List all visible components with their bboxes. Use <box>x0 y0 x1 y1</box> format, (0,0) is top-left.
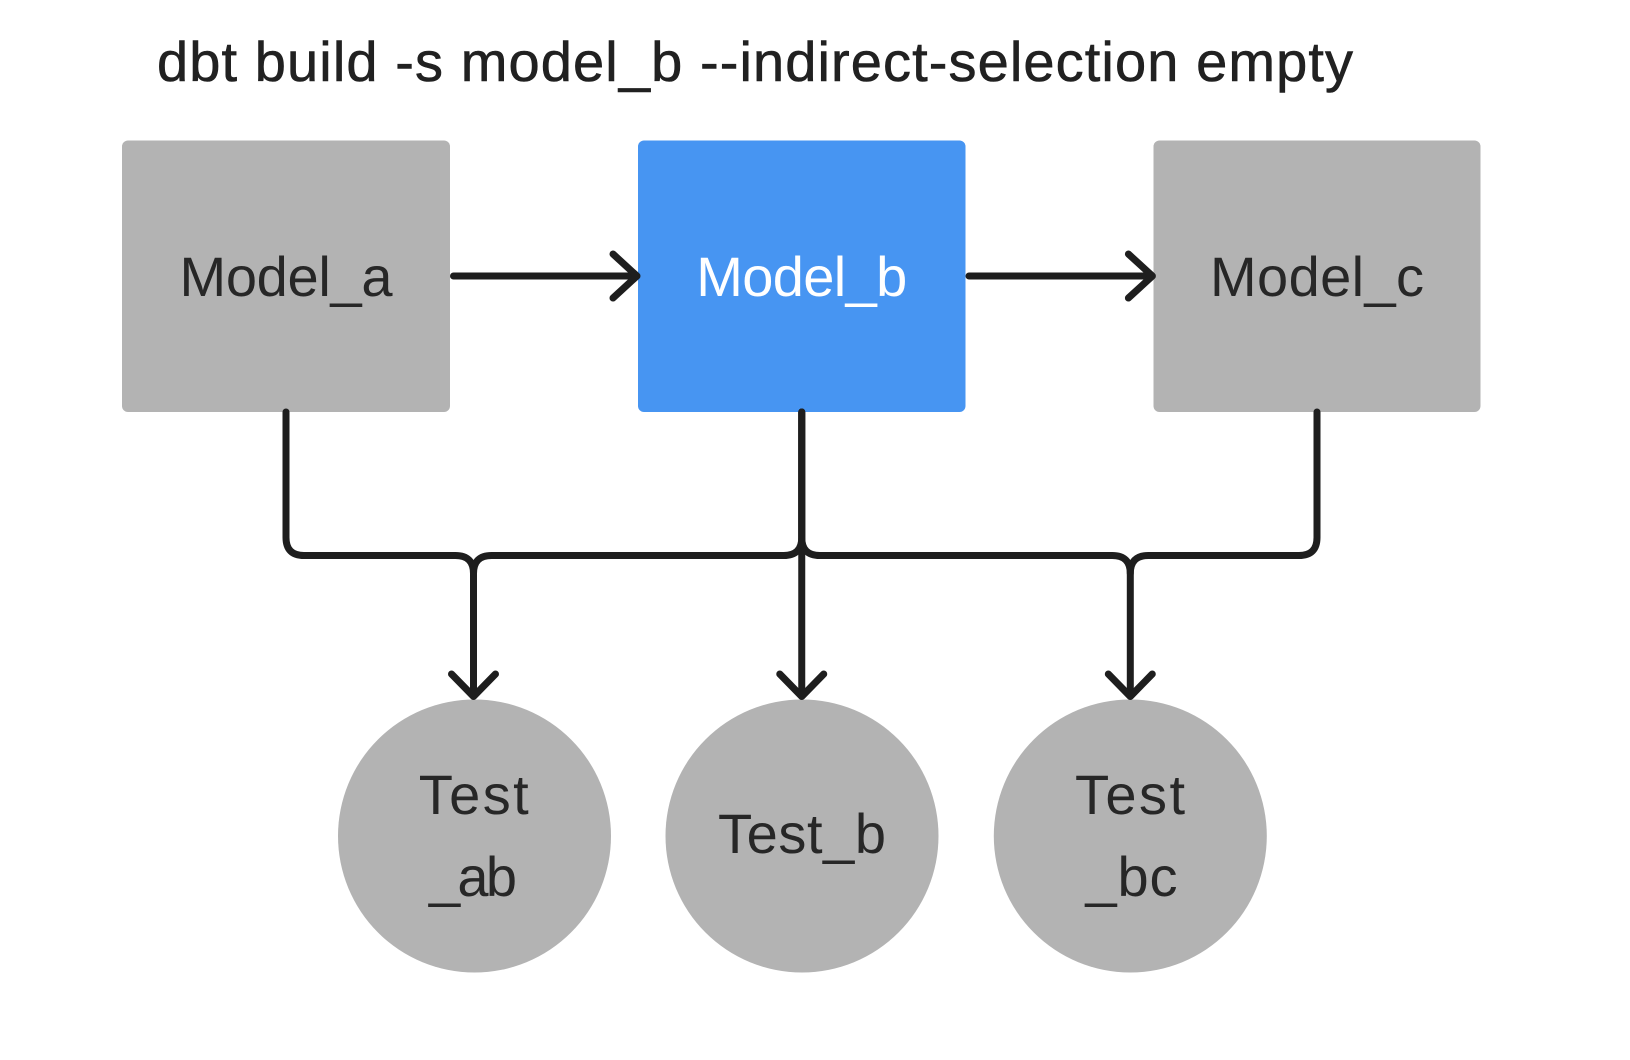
svg-text:Model_b: Model_b <box>696 245 907 308</box>
svg-text:Model_a: Model_a <box>180 245 394 308</box>
svg-text:Test_b: Test_b <box>718 802 886 865</box>
svg-text:_ab: _ab <box>428 845 517 908</box>
svg-text:dbt build -s model_b --indirec: dbt build -s model_b --indirect-selectio… <box>157 30 1353 93</box>
svg-text:Model_c: Model_c <box>1210 245 1424 308</box>
svg-text:Test: Test <box>419 763 529 826</box>
svg-text:Test: Test <box>1075 763 1185 826</box>
svg-text:_bc: _bc <box>1085 845 1178 908</box>
